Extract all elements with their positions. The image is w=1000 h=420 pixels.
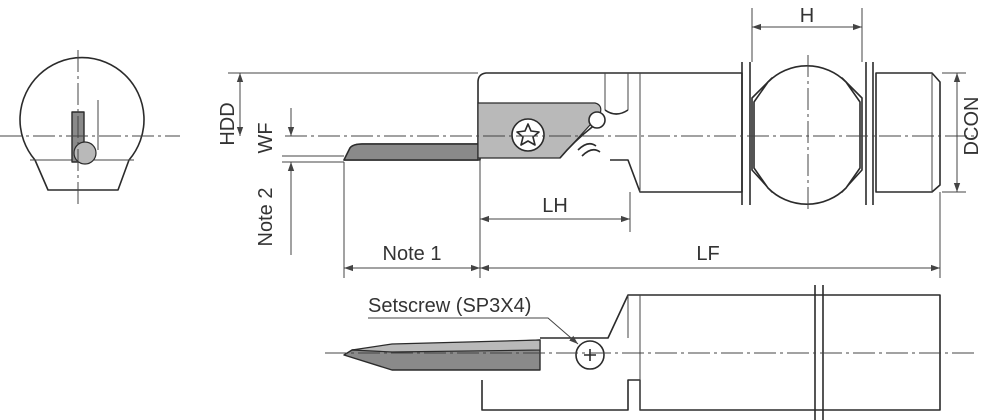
insert-torx-screw <box>511 118 545 152</box>
head-step-curve <box>604 109 629 115</box>
round-shank-section <box>753 65 861 205</box>
end-view-screw-circle <box>73 141 97 165</box>
label-note2: Note 2 <box>255 188 277 247</box>
side-view <box>285 55 975 210</box>
coolant-swirl <box>577 142 601 157</box>
label-lh: LH <box>542 195 568 217</box>
torx-star-icon <box>516 123 540 146</box>
label-hdd: HDD <box>217 102 239 145</box>
end-view <box>0 50 180 205</box>
label-setscrew: Setscrew (SP3X4) <box>368 295 531 317</box>
bottom-insert-top <box>351 339 541 353</box>
label-h: H <box>800 5 814 27</box>
setscrew-leader <box>368 317 579 345</box>
tail-section <box>875 72 941 193</box>
dimensions-side: H HDD WF Note 2 DCON LH Note 1 LF <box>217 5 983 278</box>
label-dcon: DCON <box>961 97 983 156</box>
label-note1: Note 1 <box>383 243 442 265</box>
insert-pin-circle <box>588 111 606 129</box>
setscrew-cross-icon <box>584 349 596 361</box>
label-lf: LF <box>696 243 719 265</box>
cutting-insert <box>343 143 479 161</box>
label-wf: WF <box>255 122 277 153</box>
bottom-view: Setscrew (SP3X4) <box>325 285 975 420</box>
